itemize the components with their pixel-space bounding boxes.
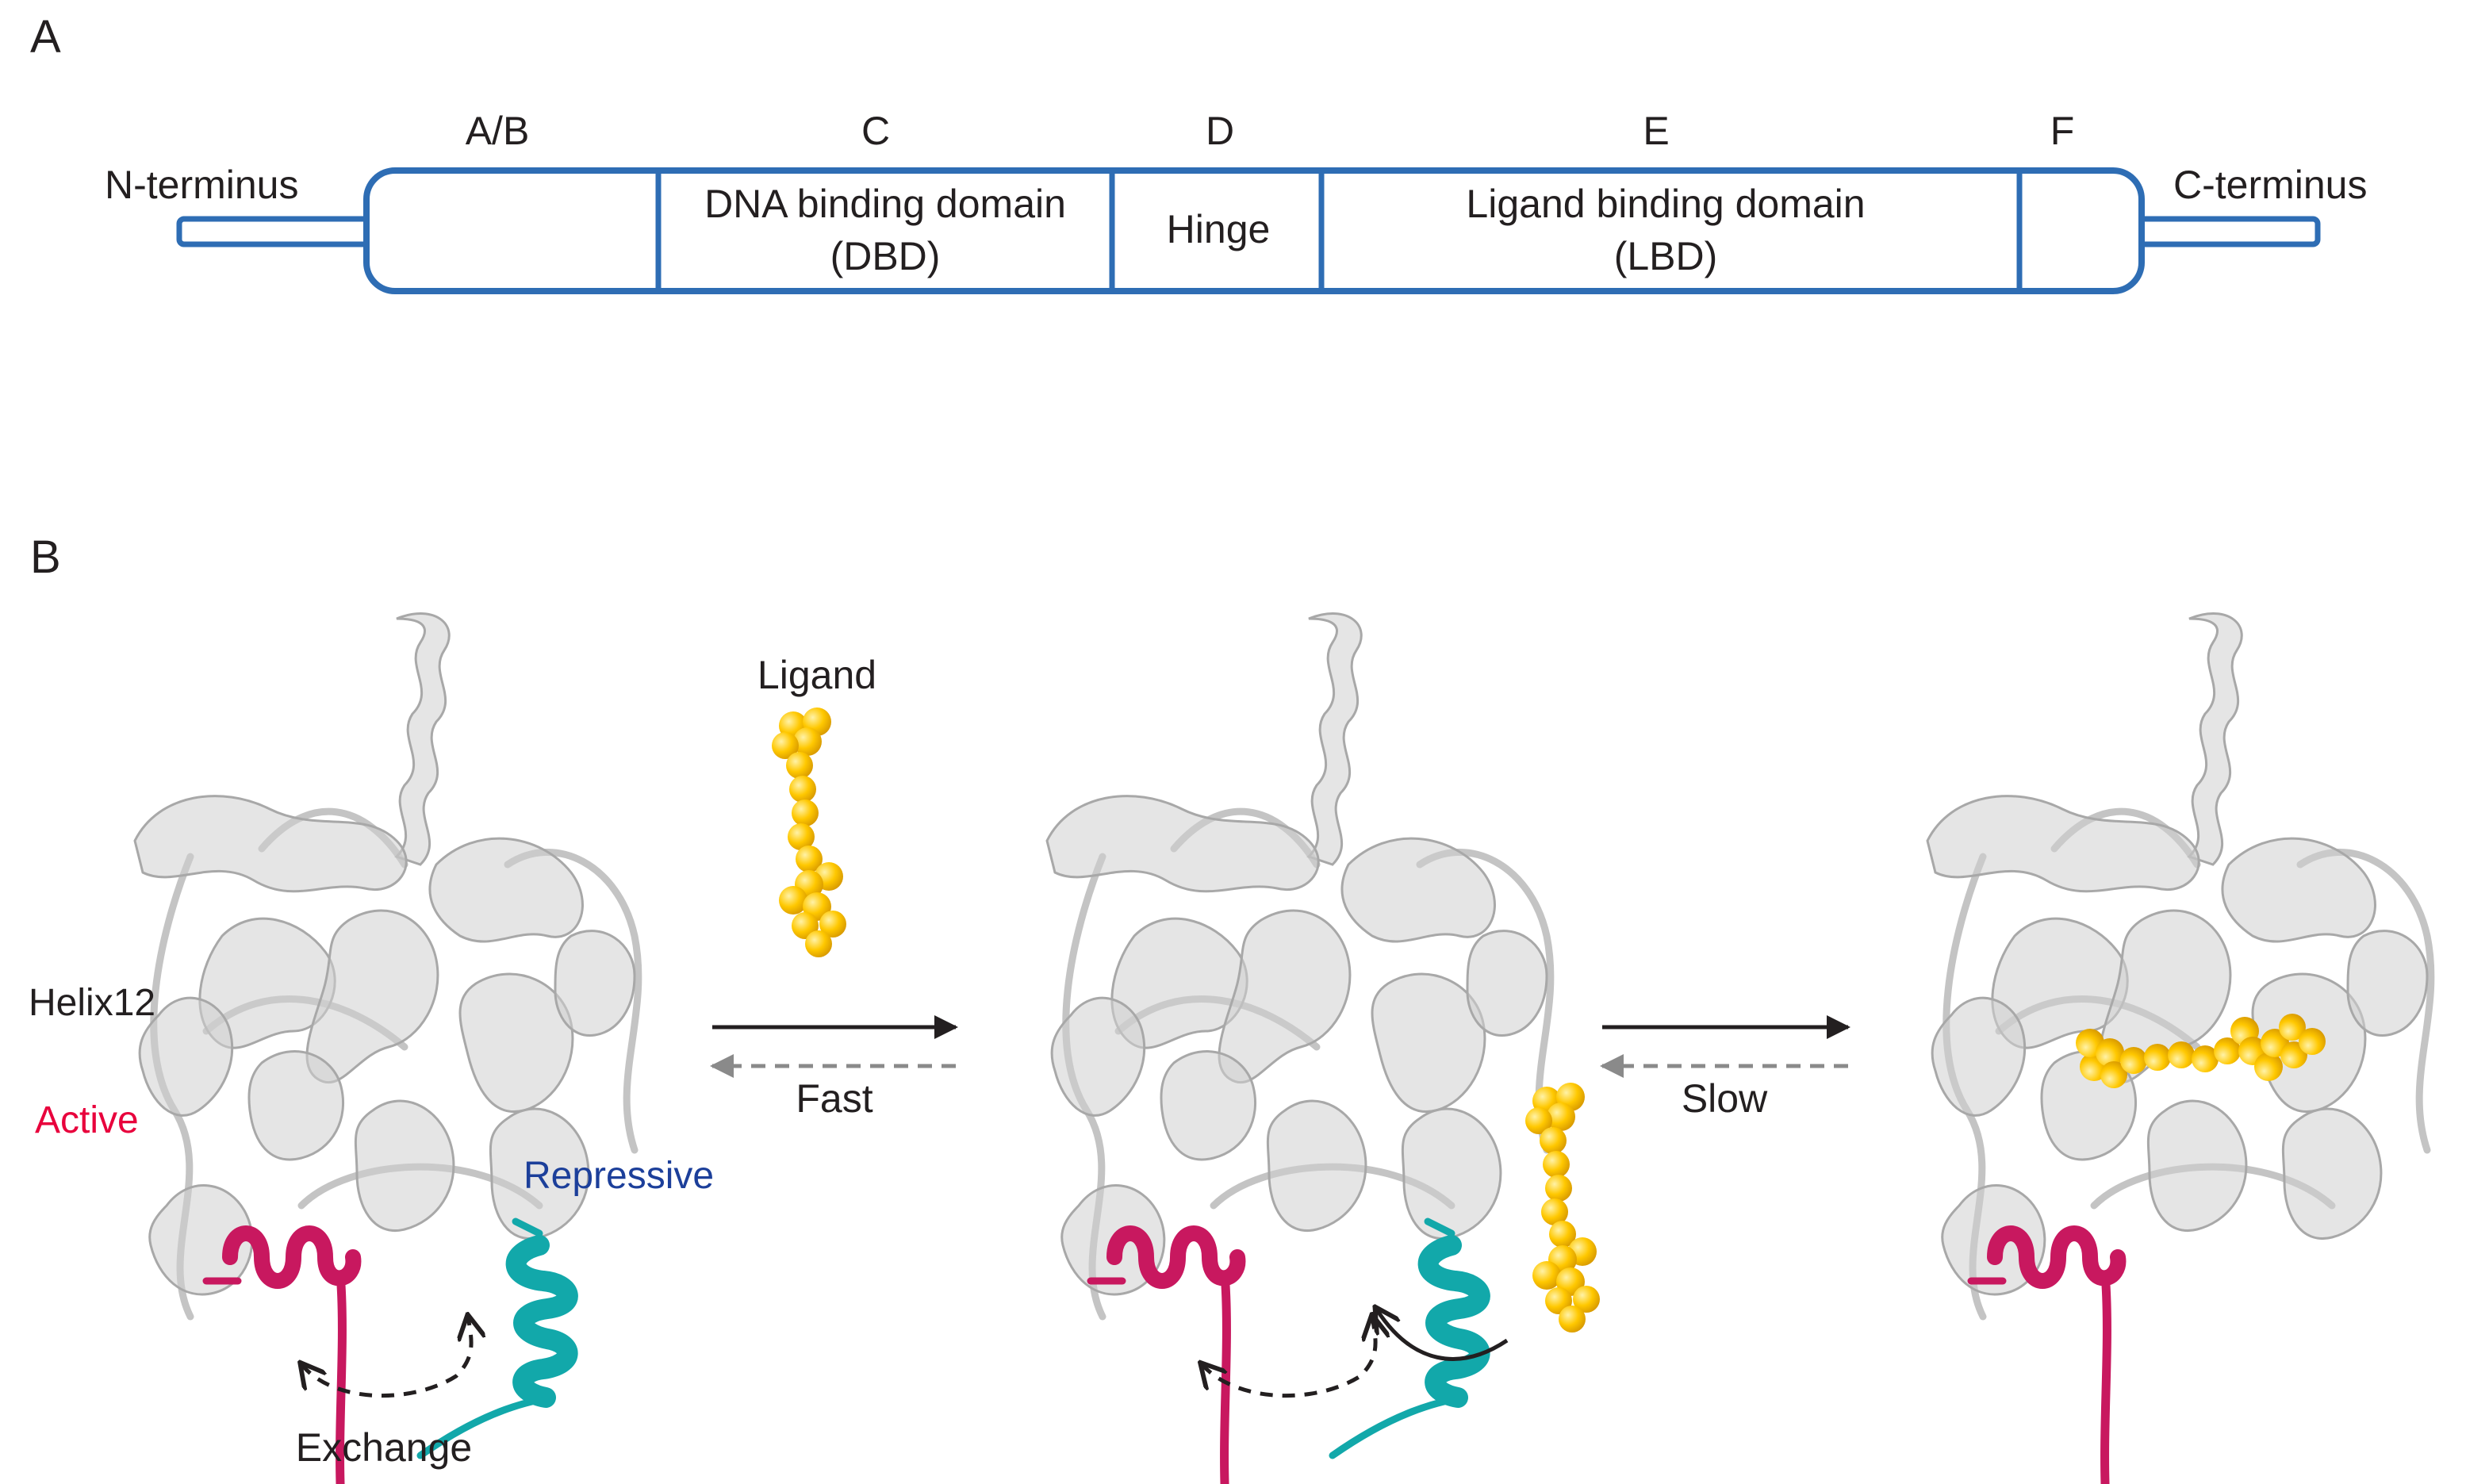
dbd-name: DNA binding domain [704, 182, 1066, 226]
helix12-label: Helix12 [29, 982, 155, 1024]
lbd-name: Ligand binding domain [1466, 182, 1865, 226]
hinge-name: Hinge [1167, 207, 1271, 251]
domain-letter-e: E [1643, 109, 1669, 153]
exchange-arrow [301, 1317, 471, 1398]
structure-ligand-approach [1047, 614, 1551, 1484]
domain-letter-c: C [861, 109, 890, 153]
domain-letter-f: F [2050, 109, 2075, 153]
panel-a-label: A [30, 11, 61, 63]
domain-letter-ab: A/B [466, 109, 530, 153]
slow-label: Slow [1682, 1076, 1768, 1121]
dbd-abbr: (DBD) [830, 234, 941, 278]
ligand-label: Ligand [757, 653, 876, 697]
repressive-label: Repressive [523, 1155, 714, 1197]
helix12-repressive-ribbon-2 [1333, 1221, 1480, 1455]
domain-map [176, 167, 2321, 294]
helix12-repressive-ribbon [420, 1221, 568, 1455]
exchange-arrow-2 [1202, 1317, 1375, 1398]
exchange-label: Exchange [296, 1425, 472, 1470]
ligand-molecule-approaching [1525, 1083, 1600, 1333]
c-terminal-tail [2130, 216, 2321, 247]
protein-bar [363, 167, 2145, 294]
ligand-binding-arrow [1376, 1309, 1509, 1361]
panel-b-label: B [30, 531, 61, 583]
domain-letter-d: D [1206, 109, 1234, 153]
n-terminal-tail [176, 216, 376, 247]
n-terminus-label: N-terminus [105, 163, 298, 207]
active-label: Active [35, 1099, 139, 1141]
fast-label: Fast [796, 1076, 872, 1121]
structure-apo [135, 614, 639, 1484]
c-terminus-label: C-terminus [2173, 163, 2367, 207]
lbd-abbr: (LBD) [1614, 234, 1718, 278]
ligand-molecule-free [772, 707, 846, 957]
